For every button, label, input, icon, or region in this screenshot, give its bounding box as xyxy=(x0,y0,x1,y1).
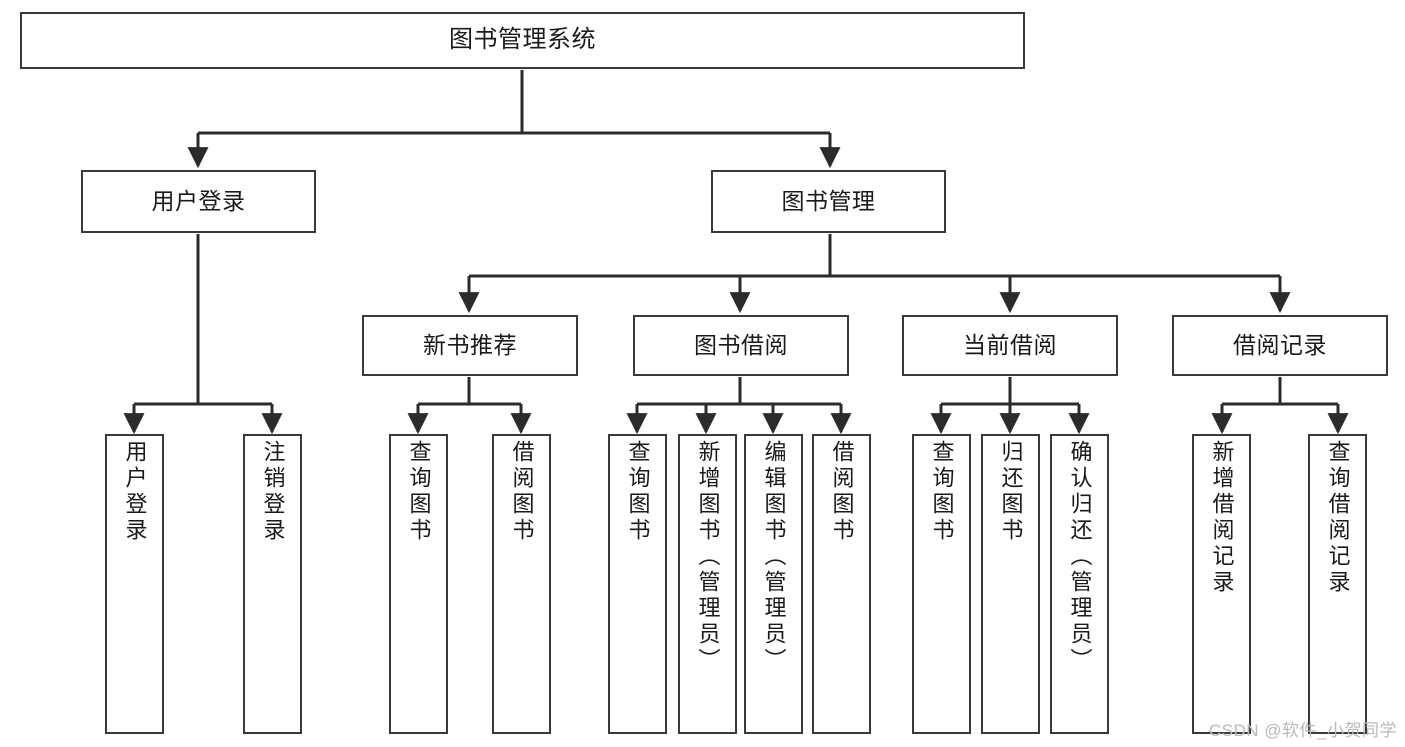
node-user-login-label: 用户登录 xyxy=(151,187,246,214)
node-borrow-record[interactable]: 借阅记录 xyxy=(1172,315,1388,376)
node-user-login[interactable]: 用户登录 xyxy=(81,170,316,233)
node-leaf-confirm-return-admin[interactable]: 确认归还（管理员） xyxy=(1050,434,1109,734)
watermark-text: CSDN @软件_小贺同学 xyxy=(1208,721,1397,740)
node-current-borrow[interactable]: 当前借阅 xyxy=(902,315,1118,376)
node-leaf-add-book-admin[interactable]: 新增图书（管理员） xyxy=(678,434,737,734)
node-leaf-add-borrow-record[interactable]: 新增借阅记录 xyxy=(1192,434,1251,734)
node-leaf-query-book-current[interactable]: 查询图书 xyxy=(912,434,971,734)
node-leaf-query-book-borrow-label: 查询图书 xyxy=(625,440,651,544)
node-leaf-query-borrow-record-label: 查询借阅记录 xyxy=(1325,440,1351,596)
node-leaf-borrow-book-recommend-label: 借阅图书 xyxy=(509,440,535,544)
node-leaf-query-borrow-record[interactable]: 查询借阅记录 xyxy=(1308,434,1367,734)
node-leaf-user-login[interactable]: 用户登录 xyxy=(105,434,164,734)
node-leaf-borrow-book[interactable]: 借阅图书 xyxy=(812,434,871,734)
node-current-borrow-label: 当前借阅 xyxy=(963,331,1057,358)
node-leaf-return-book-label: 归还图书 xyxy=(998,440,1024,544)
node-root-label: 图书管理系统 xyxy=(449,26,596,54)
node-book-management-label: 图书管理 xyxy=(781,187,876,214)
node-leaf-confirm-return-admin-label: 确认归还（管理员） xyxy=(1067,440,1093,674)
node-leaf-edit-book-admin-label: 编辑图书（管理员） xyxy=(761,440,787,674)
node-leaf-return-book[interactable]: 归还图书 xyxy=(981,434,1040,734)
node-leaf-logout-label: 注销登录 xyxy=(260,440,286,544)
node-leaf-query-book-recommend-label: 查询图书 xyxy=(406,440,432,544)
node-leaf-query-book-current-label: 查询图书 xyxy=(929,440,955,544)
node-leaf-edit-book-admin[interactable]: 编辑图书（管理员） xyxy=(744,434,803,734)
node-book-borrow-label: 图书借阅 xyxy=(694,331,788,358)
node-book-management[interactable]: 图书管理 xyxy=(711,170,946,233)
node-book-borrow[interactable]: 图书借阅 xyxy=(633,315,849,376)
node-root-book-management-system[interactable]: 图书管理系统 xyxy=(20,12,1025,69)
node-leaf-user-login-label: 用户登录 xyxy=(122,440,148,544)
node-leaf-query-book-borrow[interactable]: 查询图书 xyxy=(608,434,667,734)
node-new-book-recommend[interactable]: 新书推荐 xyxy=(362,315,578,376)
node-new-book-recommend-label: 新书推荐 xyxy=(423,331,517,358)
node-leaf-borrow-book-recommend[interactable]: 借阅图书 xyxy=(492,434,551,734)
node-leaf-query-book-recommend[interactable]: 查询图书 xyxy=(389,434,448,734)
node-leaf-borrow-book-label: 借阅图书 xyxy=(829,440,855,544)
node-leaf-logout[interactable]: 注销登录 xyxy=(243,434,302,734)
node-leaf-add-borrow-record-label: 新增借阅记录 xyxy=(1209,440,1235,596)
node-borrow-record-label: 借阅记录 xyxy=(1233,331,1327,358)
node-leaf-add-book-admin-label: 新增图书（管理员） xyxy=(695,440,721,674)
